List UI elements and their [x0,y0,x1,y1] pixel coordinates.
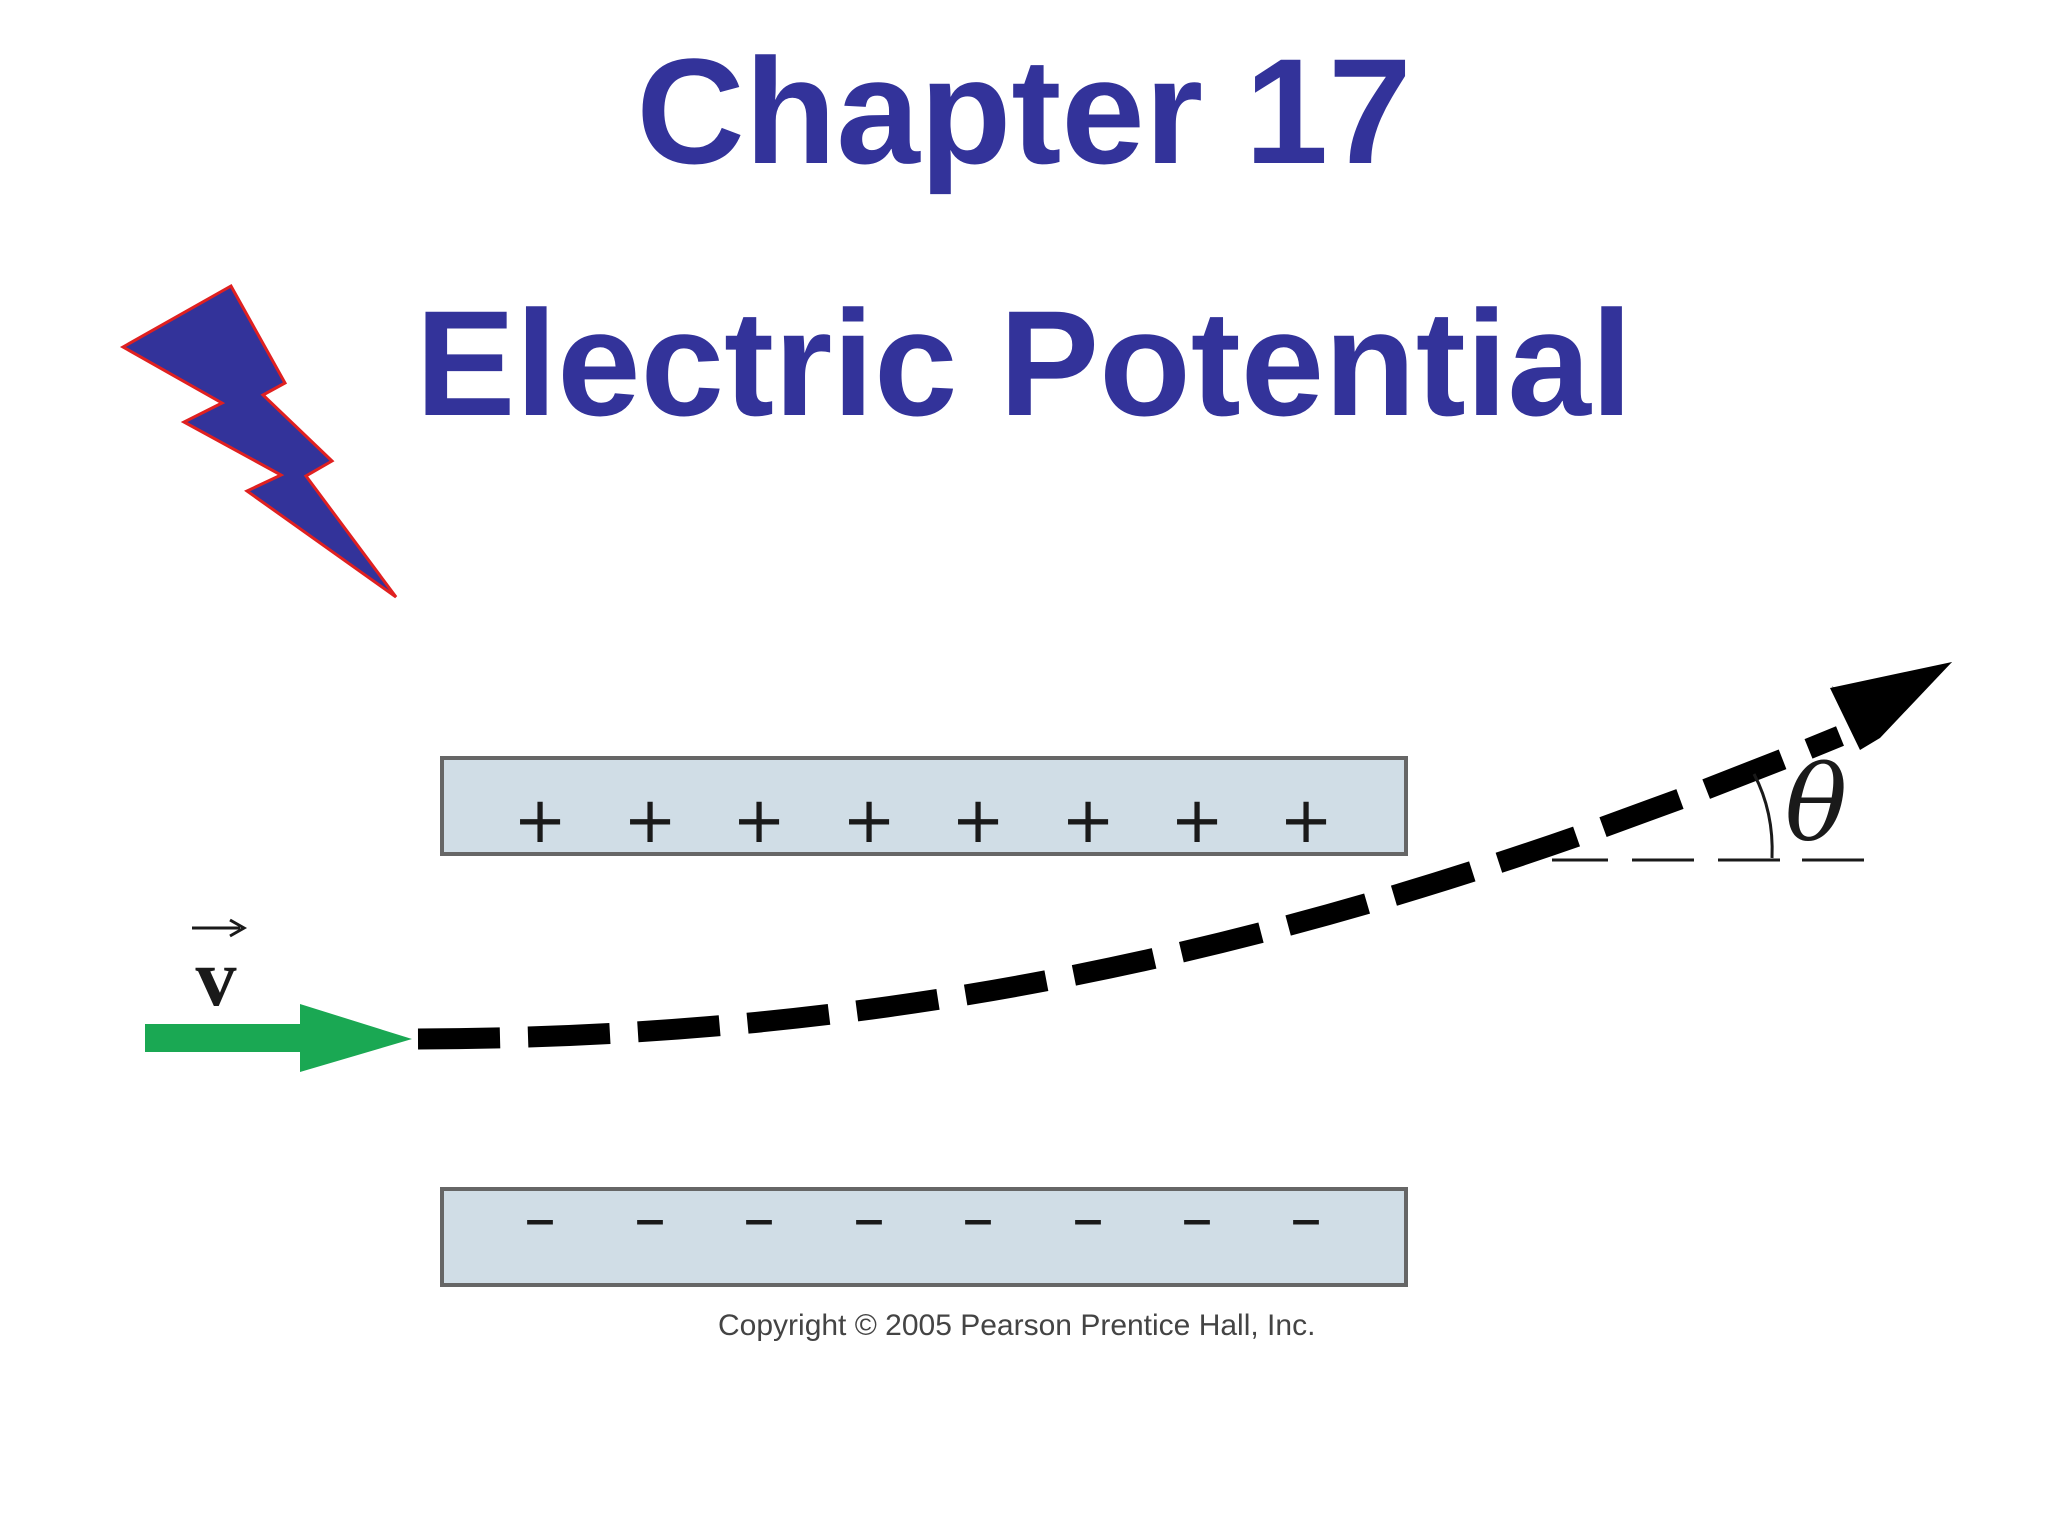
lightning-bolt-icon [119,283,398,599]
velocity-label: v [192,918,248,1023]
plate-sign-minus: – [524,1182,556,1256]
plate-sign-plus: + [842,784,896,858]
angle-symbol: θ [1785,743,1848,865]
plate-sign-minus: – [853,1182,885,1256]
slide-subtitle: Electric Potential [415,279,1633,447]
velocity-symbol: v [196,932,237,1023]
plate-sign-minus: – [1290,1182,1322,1256]
plate-sign-plus: + [732,784,786,858]
plate-sign-plus: + [1279,784,1333,858]
plate-sign-minus: – [962,1182,994,1256]
trajectory-arrowhead-icon [1830,662,1952,750]
copyright-notice: Copyright © 2005 Pearson Prentice Hall, … [718,1309,1316,1342]
plate-sign-plus: + [1061,784,1115,858]
negative-plate: – – – – – – – – [440,1182,1408,1287]
plate-sign-plus: + [623,784,677,858]
plate-sign-plus: + [513,784,567,858]
plate-sign-minus: – [1072,1182,1104,1256]
trajectory-path [417,726,1844,1050]
plate-sign-minus: – [634,1182,666,1256]
plate-sign-minus: – [1181,1182,1213,1256]
velocity-arrow-icon [145,1004,412,1072]
angle-arc [1752,773,1774,859]
positive-plate: + + + + + + + + [440,756,1408,858]
plate-sign-minus: – [743,1182,775,1256]
plate-sign-plus: + [951,784,1005,858]
slide-title: Chapter 17 [636,27,1412,195]
plate-sign-plus: + [1170,784,1224,858]
